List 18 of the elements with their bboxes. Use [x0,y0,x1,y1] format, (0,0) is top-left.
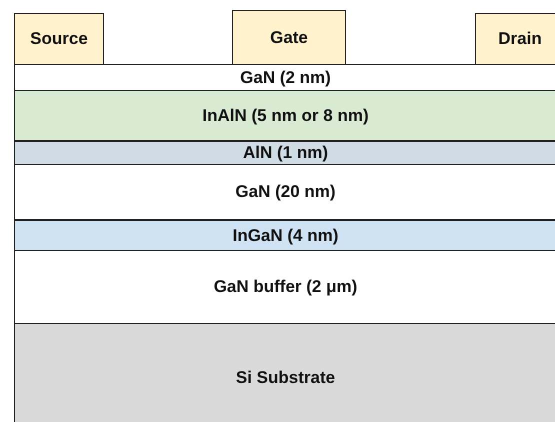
layer-band [14,220,555,251]
layer-label: InGaN (4 nm) [232,226,338,246]
contact-pad [232,10,346,65]
layer-label: InAlN (5 nm or 8 nm) [202,106,369,126]
layer-label: GaN (2 nm) [240,68,331,88]
layer-label: Gate [270,28,308,48]
layer-band [14,164,555,220]
layer-label: GaN buffer (2 μm) [214,277,358,297]
layer-band [14,323,555,422]
layer-label: Drain [498,29,542,49]
layer-band [14,141,555,165]
layer-label: Si Substrate [236,368,336,388]
contact-pad [475,13,555,65]
contact-pad [14,13,104,65]
layer-label: GaN (20 nm) [235,182,336,202]
layer-label: AlN (1 nm) [243,143,328,163]
layer-band [14,90,555,141]
layer-label: Source [30,29,88,49]
